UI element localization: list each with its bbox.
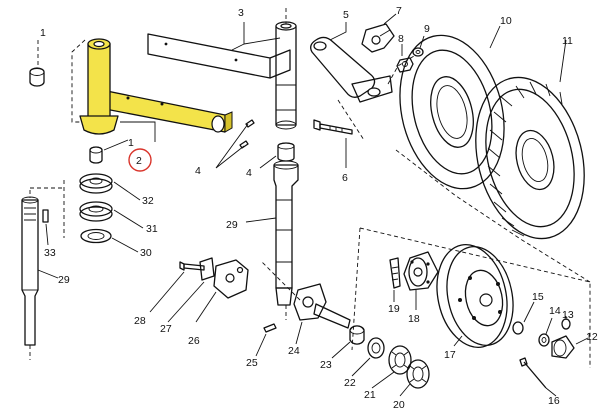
label-21: 21 <box>364 389 376 401</box>
part-14-washer[interactable] <box>538 333 550 347</box>
part-31-bearing[interactable] <box>79 201 113 222</box>
part-32-bearing[interactable] <box>79 173 113 194</box>
label-30: 30 <box>140 247 152 259</box>
label-1-mid: 1 <box>128 137 134 149</box>
label-24: 24 <box>288 345 300 357</box>
part-10-tyre[interactable] <box>385 24 520 200</box>
label-2: 2 <box>136 155 142 167</box>
label-16: 16 <box>548 395 560 407</box>
label-3: 3 <box>238 7 244 19</box>
part-29-shaft-left[interactable] <box>21 196 39 346</box>
part-4-pins[interactable] <box>239 119 255 149</box>
part-15-nut[interactable] <box>512 321 524 335</box>
part-7-clamp[interactable] <box>361 23 395 53</box>
label-23: 23 <box>320 359 332 371</box>
part-16-split-pin[interactable] <box>519 357 547 389</box>
label-20: 20 <box>393 399 405 411</box>
part-33-pin[interactable] <box>42 209 49 223</box>
part-17-wheel-rim[interactable] <box>428 238 522 354</box>
label-1-top: 1 <box>40 27 46 39</box>
label-10: 10 <box>500 15 512 27</box>
part-29-shaft-center[interactable] <box>273 160 299 306</box>
label-29-center: 29 <box>226 219 238 231</box>
label-26: 26 <box>188 335 200 347</box>
part-18-hub[interactable] <box>403 251 439 291</box>
part-11-tread-tyre[interactable] <box>460 66 600 250</box>
part-number-labels: 1 1 2 3 4 4 5 6 7 8 9 10 11 12 13 14 15 … <box>40 5 598 411</box>
label-19: 19 <box>388 303 400 315</box>
label-29-left: 29 <box>58 274 70 286</box>
part-3-post[interactable] <box>275 21 297 130</box>
part-3-cross-beam[interactable] <box>147 33 291 79</box>
part-4-sleeve[interactable] <box>277 142 295 162</box>
label-31: 31 <box>146 223 158 235</box>
label-25: 25 <box>246 357 258 369</box>
part-27-plate[interactable] <box>199 257 215 281</box>
part-25-pin[interactable] <box>263 323 277 333</box>
label-11: 11 <box>562 35 573 47</box>
part-1-bushing[interactable] <box>89 146 103 164</box>
part-24-stub-axle[interactable] <box>293 283 351 329</box>
part-2-axle-frame[interactable] <box>79 38 233 135</box>
part-6-bolt[interactable] <box>313 119 353 135</box>
label-17: 17 <box>444 349 456 361</box>
label-18: 18 <box>408 313 420 325</box>
part-22-seal[interactable] <box>367 337 385 359</box>
part-19-bolt[interactable] <box>389 257 401 289</box>
part-30-washer[interactable] <box>80 228 112 244</box>
label-14: 14 <box>549 305 561 317</box>
label-33: 33 <box>44 247 56 259</box>
label-7: 7 <box>396 5 402 17</box>
part-9-washer[interactable] <box>412 47 424 57</box>
label-28: 28 <box>134 315 146 327</box>
part-26-bracket[interactable] <box>213 259 249 299</box>
label-6: 6 <box>342 172 348 184</box>
label-4-right: 4 <box>246 167 252 179</box>
part-12-hub-cap[interactable] <box>551 335 575 359</box>
part-23-collar[interactable] <box>349 325 365 345</box>
label-32: 32 <box>142 195 154 207</box>
part-1-cap[interactable] <box>29 67 45 87</box>
label-15: 15 <box>532 291 544 303</box>
label-8: 8 <box>398 33 404 45</box>
label-5: 5 <box>343 9 349 21</box>
label-9: 9 <box>424 23 430 35</box>
label-4-left: 4 <box>195 165 201 177</box>
part-2-callout-circle <box>128 148 152 172</box>
part-21-bearing[interactable] <box>388 345 412 375</box>
label-27: 27 <box>160 323 172 335</box>
part-20-bearing[interactable] <box>406 359 430 389</box>
label-12: 12 <box>586 331 598 343</box>
part-5-steering-arm[interactable] <box>310 36 393 103</box>
part-28-bolt[interactable] <box>179 261 205 271</box>
label-13: 13 <box>562 309 574 321</box>
label-22: 22 <box>344 377 356 389</box>
